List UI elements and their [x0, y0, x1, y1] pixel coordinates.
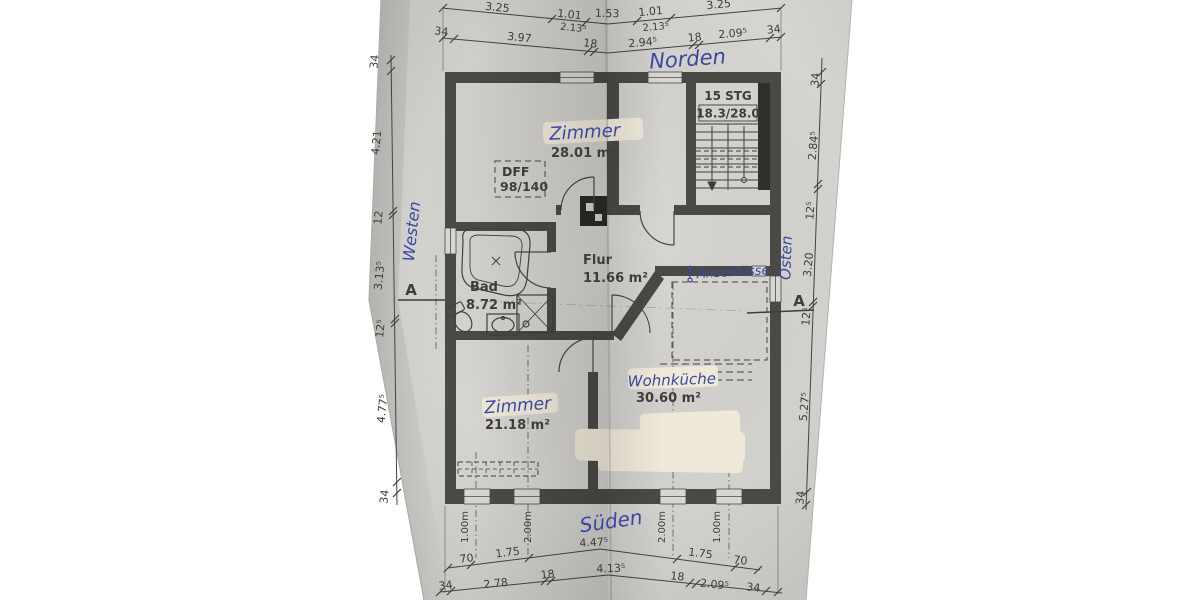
- stair-arrow-icon: [707, 181, 717, 192]
- dim-top: 34: [766, 22, 781, 36]
- bad-label: Bad: [470, 280, 498, 295]
- dim-bottom: 34: [438, 578, 453, 592]
- zimmer-top-area: 28.01 m²: [551, 146, 616, 161]
- kitchen-block-dashed: [671, 281, 768, 361]
- dim-bottom: 2.78: [483, 576, 509, 591]
- dim-top: 3.25: [706, 0, 732, 12]
- wohnkueche-label: Wohnküche: [627, 369, 716, 390]
- dim-top: 34: [434, 24, 449, 38]
- sill-label: 2.00m: [657, 511, 668, 543]
- flur-label: Flur: [583, 253, 613, 268]
- dim-left: 4.77⁵: [375, 394, 391, 424]
- dim-right: 12⁵: [803, 201, 818, 220]
- dim-right: 34: [793, 490, 807, 505]
- dim-right: 5.27⁵: [797, 392, 812, 422]
- compass-east: Osten: [776, 235, 796, 280]
- dim-line-right: [805, 57, 823, 511]
- dim-right: 12⁵: [799, 307, 814, 326]
- stair-label-box: [698, 104, 758, 122]
- sill-label: 1.00m: [712, 511, 723, 543]
- wall-stairwell: [686, 83, 696, 215]
- anschluesse-arrow-icon: [686, 265, 694, 283]
- dim-left: 3.13⁵: [372, 261, 388, 291]
- dim-bottom: 70: [459, 551, 474, 566]
- zimmer-bottom-area: 21.18 m²: [485, 418, 550, 433]
- wall-wohnkueche-top: [655, 266, 752, 276]
- dim-bottom: 18: [670, 569, 685, 583]
- dim-top: 3.97: [507, 30, 533, 45]
- dim-top: 1.01: [638, 4, 664, 19]
- dim-top: 18: [687, 30, 702, 44]
- flur-area: 11.66 m²: [583, 271, 648, 286]
- dim-top-sub: 2.13⁵: [560, 22, 587, 36]
- dim-bottom: 70: [733, 553, 748, 568]
- dim-bottom: 34: [746, 580, 761, 594]
- sill-label: 1.00m: [460, 511, 471, 543]
- stair-dark-wall: [758, 83, 770, 190]
- bad-area: 8.72 m²: [466, 298, 522, 313]
- wall-top-room: [607, 83, 619, 205]
- dim-left: 12: [371, 210, 385, 225]
- dim-bottom: 18: [540, 567, 555, 581]
- stair-rise-run: 18.3/28.0: [696, 107, 760, 121]
- dim-top: 2.94⁵: [628, 35, 658, 50]
- dimension-text-top: 3.25 1.01 1.53 1.01 3.25 2.13⁵ 2.13⁵ 34 …: [434, 0, 782, 51]
- dim-bottom: 1.75: [495, 545, 521, 561]
- sill-label: 2.00m: [523, 511, 534, 543]
- dim-top: 1.01: [557, 7, 583, 22]
- printed-labels: 28.01 m² Bad 8.72 m² Flur 11.66 m² 21.18…: [466, 89, 760, 433]
- dim-left: 12⁵: [373, 319, 388, 339]
- dim-bottom: 2.09⁵: [699, 577, 729, 593]
- dim-left: 4.21: [369, 130, 384, 156]
- dim-bottom: 1.75: [687, 546, 713, 562]
- dim-left: 34: [367, 54, 381, 69]
- dim-right: 3.20: [801, 252, 816, 278]
- stair-count: 15 STG: [704, 89, 752, 103]
- dim-top: 18: [583, 36, 598, 50]
- dim-top: 1.53: [595, 7, 620, 21]
- handwritten-annotations: Norden Süden Westen Osten Zimmer Zimmer …: [399, 44, 796, 537]
- wall-bad-top: [445, 222, 556, 231]
- paper-left-edge-shadow: [369, 0, 448, 600]
- section-marker-right: A: [793, 292, 805, 310]
- zimmer-bottom-label: Zimmer: [483, 394, 553, 419]
- section-marker-left: A: [405, 281, 417, 299]
- extension-lines: [442, 10, 782, 594]
- stairs: [696, 104, 760, 192]
- section-markers: A A: [398, 281, 815, 314]
- dimension-text-left: 34 4.21 12 3.13⁵ 12⁵ 4.77⁵ 34: [367, 54, 391, 504]
- sill-height-labels: 1.00m 2.00m 2.00m 1.00m: [460, 511, 723, 543]
- dim-right: 34: [808, 72, 822, 87]
- zimmer-top-label: Zimmer: [548, 120, 622, 145]
- anschluesse-note: Anschlüsse: [695, 263, 769, 282]
- dim-left: 34: [377, 489, 391, 504]
- compass-north: Norden: [648, 44, 726, 73]
- dim-top: 2.09⁵: [718, 26, 748, 41]
- dimension-text-right: 34 2.84⁵ 12⁵ 3.20 12⁵ 5.27⁵ 34: [793, 72, 822, 505]
- dimension-text-bottom: 70 1.75 4.47⁵ 1.75 70 34 2.78 18 4.13⁵ 1…: [438, 535, 761, 594]
- dim-line-left: [390, 54, 398, 506]
- wohnkueche-area: 30.60 m²: [636, 391, 701, 406]
- skylight-label: DFF: [502, 164, 529, 179]
- dim-top: 3.25: [485, 0, 511, 15]
- skylight-size: 98/140: [500, 179, 548, 194]
- dim-top-sub: 2.13⁵: [642, 21, 669, 34]
- dim-bottom: 4.13⁵: [596, 562, 625, 576]
- dim-bottom: 4.47⁵: [579, 535, 609, 549]
- dim-right: 2.84⁵: [806, 131, 821, 161]
